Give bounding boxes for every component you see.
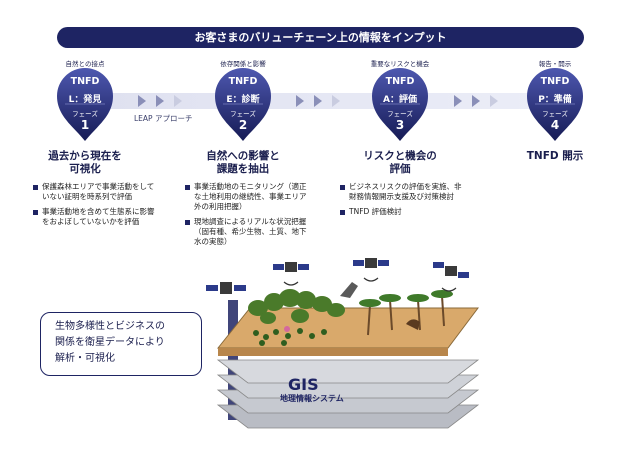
phase-arc-label: 重要なリスクと機会 (370, 60, 430, 68)
satellite-icon (206, 282, 246, 294)
pin-number: 1 (80, 118, 90, 132)
value-chain-banner: お客さまのバリューチェーン上の情報をインプット (57, 27, 584, 48)
pin-tnfd: TNFD (385, 76, 415, 87)
chevron-right-icon (332, 95, 340, 107)
pin-code: A：評価 (383, 95, 417, 105)
chevron-right-icon (472, 95, 480, 107)
pin-marker-icon (527, 68, 583, 141)
pin-phase-word: フェーズ (387, 110, 413, 118)
pin-code: E：診断 (226, 95, 260, 105)
phase-3-pin: 重要なリスクと機会 TNFD A：評価 フェーズ 3 (355, 58, 445, 142)
flower-icon (284, 326, 290, 332)
pin-number: 2 (238, 118, 248, 132)
gis-layers (216, 359, 480, 429)
chevron-right-icon (454, 95, 462, 107)
chevron-right-icon (156, 95, 164, 107)
chevron-right-icon (174, 95, 182, 107)
chevron-right-icon (314, 95, 322, 107)
pin-code: L：発見 (68, 95, 102, 105)
satellite-icon (273, 262, 309, 286)
satellite-analysis-callout: 生物多様性とビジネスの 関係を衛星データにより 解析・可視化 (40, 312, 202, 376)
gis-title: GIS (288, 375, 319, 394)
pin-tnfd: TNFD (540, 76, 570, 87)
bullet-item: TNFD 評価検討 (340, 207, 464, 217)
chevron-right-icon (490, 95, 498, 107)
phase-4-title: TNFD 開示 (526, 150, 584, 162)
phase-4-pin: 報告・開示 TNFD P：準備 フェーズ 4 (510, 58, 600, 142)
bullet-item: ビジネスリスクの評価を実施、非財務情報開示支援及び対策検討 (340, 182, 464, 202)
phase-arc-label: 依存関係と影響 (220, 60, 266, 68)
orangutan-icon (406, 319, 420, 330)
palm-trees (367, 295, 445, 336)
pin-tnfd: TNFD (228, 76, 258, 87)
phase-1-pin: 自然との接点 TNFD L：発見 フェーズ 1 (40, 58, 130, 142)
pin-tnfd: TNFD (70, 76, 100, 87)
pin-number: 3 (395, 118, 405, 132)
bullet-item: 保護森林エリアで事業活動をしていない証明を時系列で評価 (33, 182, 155, 202)
pin-marker-icon (372, 68, 428, 141)
bullet-item: 事業活動地を含めて生態系に影響をおよぼしていないかを評価 (33, 207, 155, 227)
bullet-item: 事業活動地のモニタリング（適正な土地利用の継続性、事業エリア外の利用把握） (185, 182, 313, 212)
pin-phase-word: フェーズ (72, 110, 98, 118)
phase-arc-label: 自然との接点 (65, 60, 105, 68)
chevron-right-icon (138, 95, 146, 107)
pin-marker-icon (215, 68, 271, 141)
phase-3-bullets: ビジネスリスクの評価を実施、非財務情報開示支援及び対策検討 TNFD 評価検討 (340, 182, 464, 222)
bullet-item: 現地調査によるリアルな状況把握（固有種、希少生物、土質、地下水の実態） (185, 217, 313, 247)
satellite-icon (433, 262, 469, 292)
crop-plants (253, 328, 327, 346)
satellite-icon (353, 258, 389, 282)
phase-2-bullets: 事業活動地のモニタリング（適正な土地利用の継続性、事業エリア外の利用把握） 現地… (185, 182, 313, 252)
pin-phase-word: フェーズ (542, 110, 568, 118)
pin-marker-icon (57, 68, 113, 141)
pin-number: 4 (550, 118, 560, 132)
phase-3-title: リスクと機会の評価 (363, 150, 437, 175)
forest-trees (248, 289, 345, 324)
phase-1-bullets: 保護森林エリアで事業活動をしていない証明を時系列で評価 事業活動地を含めて生態系… (33, 182, 155, 232)
chevron-right-icon (296, 95, 304, 107)
gis-subtitle: 地理情報システム (280, 394, 344, 403)
eagle-icon (340, 282, 358, 298)
phase-1-title: 過去から現在を可視化 (48, 150, 122, 175)
phase-arc-label: 報告・開示 (538, 60, 572, 68)
phase-2-title: 自然への影響と課題を抽出 (206, 150, 280, 175)
phase-2-pin: 依存関係と影響 TNFD E：診断 フェーズ 2 (198, 58, 288, 142)
pin-code: P：準備 (538, 95, 572, 105)
pin-phase-word: フェーズ (230, 110, 256, 118)
leap-approach-label: LEAP アプローチ (134, 114, 193, 123)
